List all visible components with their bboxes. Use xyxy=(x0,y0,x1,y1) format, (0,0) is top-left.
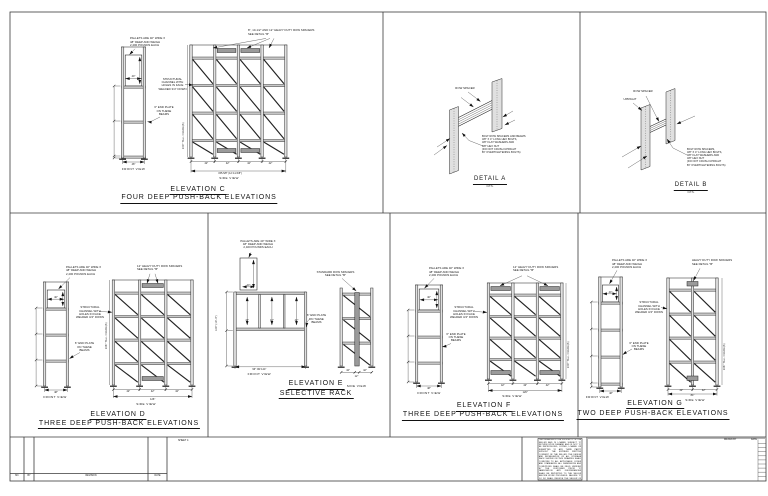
elev-g-front-view-label: FRONT VIEW xyxy=(585,394,610,399)
detail-b-upright-label: UPRIGHT xyxy=(623,97,637,101)
elev-f-frame-height-dim: 240" TALL FRAME(S) xyxy=(566,341,570,368)
detail-b-title: DETAIL B xyxy=(673,182,709,191)
elev-g-bay-dims: 42" 42" xyxy=(679,389,706,393)
elev-c-structural-note: STRUCTURAL CHANNEL WITH HOLES IN FACE WE… xyxy=(158,76,187,91)
elev-d-front-width-dim: 48" xyxy=(54,391,58,395)
elev-d-structural-note: STRUCTURAL CHANNEL WITH HOLES IN FACE WE… xyxy=(75,305,105,320)
elev-c-end-plate-note: 6" END PLATE ON THESE BEAMS xyxy=(154,105,174,116)
elev-c-pallet-width-dim: 40" xyxy=(131,74,136,78)
elev-f-overall-dim: 126" xyxy=(522,391,528,395)
revision-col-by: BY xyxy=(27,475,31,478)
elev-e-overall-dim: 96" OR 144" xyxy=(252,368,267,372)
elev-c-pallet-note: PALLETS ARE 40" WIDE X 48" DEEP AND WEIG… xyxy=(130,36,166,48)
elev-f-front-width-dim: 48" xyxy=(427,386,431,390)
elev-d-end-plate-note: 6" END PLATE ON THESE BEAMS xyxy=(74,341,95,353)
detail-a-row-spacer-label: ROW SPACER xyxy=(455,86,475,91)
revision-col-no: NO. xyxy=(14,475,20,478)
elev-g-overall-dim: 84" xyxy=(690,394,695,398)
revision-col-date: DATE xyxy=(154,475,161,478)
elev-g-structural-note: STRUCTURAL CHANNEL WITH HOLES IN FACE WE… xyxy=(634,300,664,315)
detail-b-bolt-note: BOLT ROW SPACERS, 3/8" X 4" LONG HEX BOL… xyxy=(687,148,726,167)
elev-d-subtitle: THREE DEEP PUSH-BACK ELEVATIONS xyxy=(37,420,201,430)
elev-c-front-view-label: FRONT VIEW xyxy=(121,167,146,172)
elev-g-side-view-label: SIDE VIEW xyxy=(685,398,705,403)
elev-f-subtitle: THREE DEEP PUSH-BACK ELEVATIONS xyxy=(401,411,565,422)
elev-e-subtitle: SELECTIVE RACK xyxy=(278,390,354,400)
elev-d-pallet-width-dim: 40" xyxy=(54,296,58,299)
elev-e-pallet-note: PALLETS ARE 40" WIDE X 48" DEEP AND WEIG… xyxy=(240,238,276,250)
elev-e-front-view-label: FRONT VIEW xyxy=(247,371,271,376)
elev-e-frame-height-dim: 120" (10'-0") xyxy=(214,315,218,331)
title-block-drawn-by: DRAWN BY xyxy=(724,438,737,441)
elev-e-pallet-width-dim: 40" xyxy=(246,283,251,287)
elev-g-front-width-dim: 48" xyxy=(609,391,613,395)
elev-c-overall-dim: 155-5/8" (12'-11-5/8") xyxy=(218,172,242,176)
elev-c-bay-dims: 42" 42" 42" 42" xyxy=(204,162,273,166)
revision-col-revision: REVISION xyxy=(85,475,97,478)
elev-e-side-dims: 42" 42" xyxy=(346,369,367,373)
elev-d-frame-height-dim: 228" TALL FRAME(S) xyxy=(104,322,108,349)
elev-e-title: ELEVATION E xyxy=(287,380,345,390)
elev-f-bay-dims: 42" 42" 42" xyxy=(500,384,550,388)
elev-e-end-plate-note: 6" END PLATE ON THESE BEAMS xyxy=(306,313,327,325)
elev-g-pallet-width-dim: 40" xyxy=(608,290,613,294)
detail-b-row-spacer-label: ROW SPACER xyxy=(633,89,653,94)
elev-c-front-width-dim: 48" xyxy=(131,163,136,166)
elev-e-bay-height-dim: 42" xyxy=(294,318,299,322)
elev-d-bay-dims: 42" 42" 42" xyxy=(126,390,179,394)
elev-d-row-spacer-note: 12" HEAVY DUTY ROW SPACERS SEE DETAIL "B… xyxy=(137,263,183,272)
elev-f-row-spacer-note: 12" HEAVY DUTY ROW SPACERS SEE DETAIL "B… xyxy=(513,264,559,272)
elev-e-spacer-dim: 12" xyxy=(354,374,359,378)
elev-e-side-view-label: SIDE VIEW xyxy=(346,383,367,388)
elev-c-subtitle: FOUR DEEP PUSH-BACK ELEVATIONS xyxy=(120,194,278,205)
elev-f-front-view-label: FRONT VIEW xyxy=(417,390,441,395)
detail-b-scale: N.T.S. xyxy=(687,190,695,194)
detail-a-title: DETAIL A xyxy=(472,176,508,185)
disclaimer-text: THIS DRAWING IS THE PROPERTY OF THE SELL… xyxy=(538,439,582,480)
detail-a-bolt-note: BOLT ROW SPACERS AND BEAMS 3/8" X 4" LON… xyxy=(482,135,526,154)
elev-g-frame-height-dim: 228" TALL FRAME(S) xyxy=(723,343,726,370)
elev-d-title: ELEVATION D xyxy=(89,411,147,421)
elev-f-structural-note: STRUCTURAL CHANNEL WITH HOLES IN FACE WE… xyxy=(449,305,479,320)
detail-a-scale: N.T.S. xyxy=(486,184,494,188)
elev-g-pallet-note: PALLETS ARE 40" WIDE X 48" DEEP AND WEIG… xyxy=(612,258,648,270)
elev-f-pallet-width-dim: 40" xyxy=(427,296,431,300)
title-block-date: DATE xyxy=(751,438,757,441)
elev-f-title: ELEVATION F xyxy=(455,402,513,413)
elev-f-pallet-note: PALLETS ARE 40" WIDE X 48" DEEP AND WEIG… xyxy=(429,266,465,277)
elev-d-front-view-label: FRONT VIEW xyxy=(43,395,67,400)
elev-g-title: ELEVATION G xyxy=(626,400,684,410)
elev-g-row-spacer-note: HEAVY DUTY ROW SPACERS SEE DETAIL "B" xyxy=(692,258,733,266)
elev-f-side-view-label: SIDE VIEW xyxy=(502,394,522,399)
elev-e-bay-height-dim: 42" xyxy=(270,318,274,322)
elev-c-side-view-label: SIDE VIEW xyxy=(219,175,239,180)
elev-e-bay-height-dim: 42" xyxy=(245,318,250,322)
elev-c-row-spacer-note: 8", 10-1/2" AND 12" HEAVY DUTY ROW SPACE… xyxy=(248,28,315,36)
elev-f-end-plate-note: 6" END PLATE ON THESE BEAMS xyxy=(446,331,466,343)
elev-d-pallet-note: PALLETS ARE 40" WIDE X 48" DEEP AND WEIG… xyxy=(66,265,102,276)
elev-c-title: ELEVATION C xyxy=(169,186,227,196)
elev-c-frame-height-dim: 240" TALL FRAME(S) xyxy=(182,122,186,149)
elev-g-subtitle: TWO DEEP PUSH-BACK ELEVATIONS xyxy=(576,410,730,421)
elev-g-end-plate-note: 6" END PLATE ON THESE BEAMS xyxy=(629,340,649,352)
sheet-note: SHEET 4 xyxy=(178,439,189,443)
elev-d-overall-dim: 126" xyxy=(150,397,156,401)
elev-e-row-spacer-note: STANDARD ROW SPACERS SEE DETAIL "B" xyxy=(316,269,355,277)
elev-d-side-view-label: SIDE VIEW xyxy=(136,401,156,406)
